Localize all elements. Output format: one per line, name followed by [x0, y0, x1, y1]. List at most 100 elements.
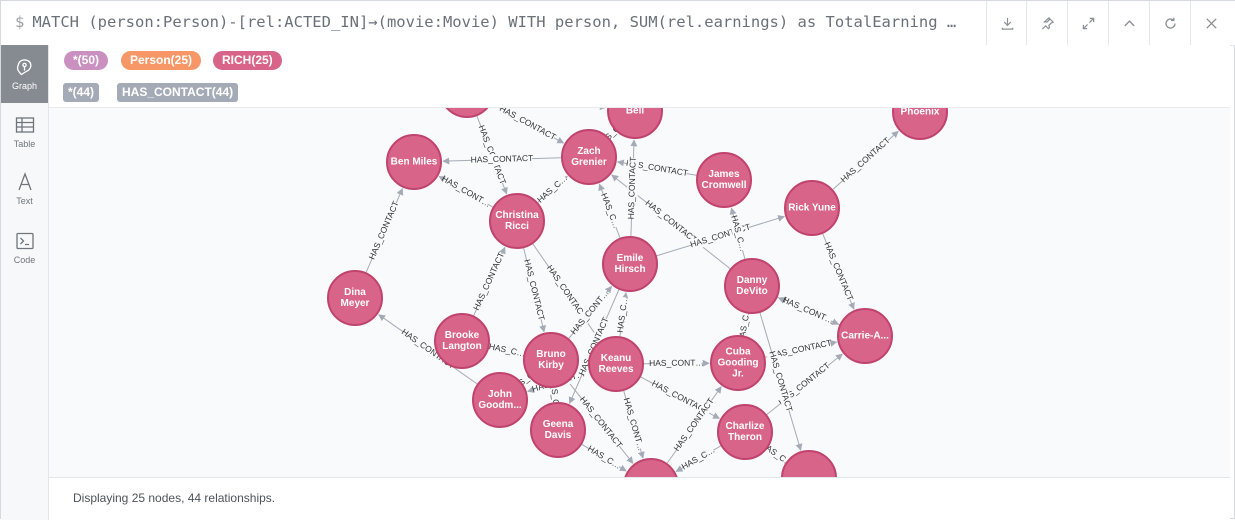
relationship-label: HAS_CONT…	[440, 173, 493, 209]
relationship-has-contact[interactable]: HAS_CONTACT	[471, 246, 507, 316]
reltype-tag-has-contact[interactable]: HAS_CONTACT(44)	[117, 83, 239, 102]
graph-node[interactable]	[624, 458, 678, 477]
node-circle[interactable]	[781, 450, 837, 477]
relationship-has-contact[interactable]: HAS_CONTACT	[821, 233, 856, 310]
collapse-button[interactable]	[1108, 1, 1149, 45]
expand-button[interactable]	[1067, 1, 1108, 45]
relationship-has-contact[interactable]: HAS_C…	[615, 292, 631, 337]
graph-node[interactable]	[781, 450, 837, 477]
relationship-label-bg	[520, 108, 582, 110]
relationship-has-contact[interactable]: HAS_C…	[736, 306, 754, 344]
sidebar-item-label: Text	[16, 196, 33, 206]
node-circle[interactable]	[624, 458, 678, 477]
node-caption: Hirsch	[614, 264, 645, 275]
relationship-label-bg	[626, 157, 639, 219]
node-circle[interactable]	[837, 308, 893, 364]
graph-node[interactable]: JohnGoodm...	[472, 372, 528, 428]
relationship-label: HAS_CONT…	[649, 358, 704, 368]
graph-node[interactable]: Rick Yune	[784, 180, 840, 236]
relationship-has-contact[interactable]: HAS_C…	[598, 183, 622, 239]
graph-node[interactable]	[440, 108, 494, 118]
status-bar: Displaying 25 nodes, 44 relationships.	[49, 477, 1230, 520]
relationship-has-contact[interactable]: HAS_C…	[535, 173, 569, 205]
query-text[interactable]: $MATCH (person:Person)-[rel:ACTED_IN]→(m…	[15, 13, 983, 31]
relationship-has-contact[interactable]: HAS_CONTACT	[521, 248, 547, 333]
node-caption: Cuba	[726, 347, 751, 358]
node-circle[interactable]	[434, 313, 490, 369]
sidebar-item-code[interactable]: Code	[1, 219, 48, 277]
relationship-has-contact[interactable]: HAS_CONTACT	[832, 130, 899, 190]
sidebar-item-graph[interactable]: Graph	[1, 45, 48, 103]
relationship-has-contact[interactable]: HAS_CONTACT	[442, 153, 562, 166]
node-circle[interactable]	[489, 193, 545, 249]
label-pill-all[interactable]: *(50)	[64, 51, 109, 70]
label-pill-rich[interactable]: RICH(25)	[213, 51, 282, 70]
node-labels-legend: *(50) Person(25) RICH(25)	[49, 45, 1230, 78]
node-circle[interactable]	[440, 108, 494, 118]
node-circle[interactable]	[607, 108, 663, 139]
node-caption: Reeves	[598, 364, 633, 375]
pin-icon	[1041, 16, 1054, 30]
graph-node[interactable]: Carrie-A...	[837, 308, 893, 364]
node-caption: Goodm...	[478, 400, 522, 411]
relationship-has-contact[interactable]: HAS_C…	[488, 341, 526, 360]
sidebar-item-text[interactable]: Text	[1, 160, 48, 218]
relationship-label-bg	[471, 251, 507, 312]
relationship-has-contact[interactable]: HAS_CONTACT	[626, 139, 639, 237]
relationship-has-contact[interactable]: HAS_CONT…	[438, 173, 493, 209]
node-circle[interactable]	[588, 336, 644, 392]
close-button[interactable]	[1190, 1, 1231, 45]
relationship-label-bg	[680, 445, 717, 473]
node-circle[interactable]	[386, 134, 442, 190]
node-circle[interactable]	[892, 108, 948, 140]
node-circle[interactable]	[327, 270, 383, 326]
relationship-label-bg	[498, 108, 557, 143]
relationship-has-contact[interactable]: HAS_CONTACT	[365, 187, 404, 273]
node-caption: Phoenix	[901, 108, 940, 118]
node-circle[interactable]	[717, 404, 773, 460]
node-circle[interactable]	[530, 402, 586, 458]
relationship-has-contact[interactable]: HAS_CONT…	[643, 358, 710, 370]
node-circle[interactable]	[784, 180, 840, 236]
node-circle[interactable]	[561, 129, 617, 185]
node-circle[interactable]	[696, 152, 752, 208]
node-circle[interactable]	[724, 258, 780, 314]
label-pill-person[interactable]: Person(25)	[121, 51, 202, 70]
relationship-label-bg	[598, 192, 622, 230]
graph-node[interactable]: Phoenix	[892, 108, 948, 140]
sidebar-item-table[interactable]: Table	[1, 103, 48, 161]
node-circle[interactable]	[523, 332, 579, 388]
download-button[interactable]	[986, 1, 1027, 45]
relationship-has-contact[interactable]: HAS_CONT…	[777, 294, 840, 326]
relationship-has-contact[interactable]: HAS_CONTACT	[492, 108, 565, 144]
relationship-label-bg	[736, 306, 754, 343]
rerun-button[interactable]	[1149, 1, 1190, 45]
node-circle[interactable]	[472, 372, 528, 428]
graph-node[interactable]: Bell	[607, 108, 663, 139]
relationship-has-contact[interactable]: HAS_CONT…	[621, 390, 646, 459]
relationship-label-bg	[615, 296, 631, 333]
node-caption: James	[708, 169, 740, 180]
graph-node[interactable]: Ben Miles	[386, 134, 442, 190]
graph-visualization[interactable]: HAS_CONTACTHAS_CONTACTHAS_CONTACTHAS_CON…	[49, 108, 1230, 477]
reltype-tag-all[interactable]: *(44)	[63, 83, 100, 102]
node-caption: Bell	[626, 108, 645, 117]
node-circle[interactable]	[710, 335, 766, 391]
node-circle[interactable]	[602, 236, 658, 292]
node-caption: Dina	[344, 287, 366, 298]
pin-button[interactable]	[1026, 1, 1067, 45]
node-caption: Ben Miles	[391, 157, 438, 168]
graph-canvas[interactable]: HAS_CONTACTHAS_CONTACTHAS_CONTACTHAS_CON…	[49, 108, 1230, 477]
